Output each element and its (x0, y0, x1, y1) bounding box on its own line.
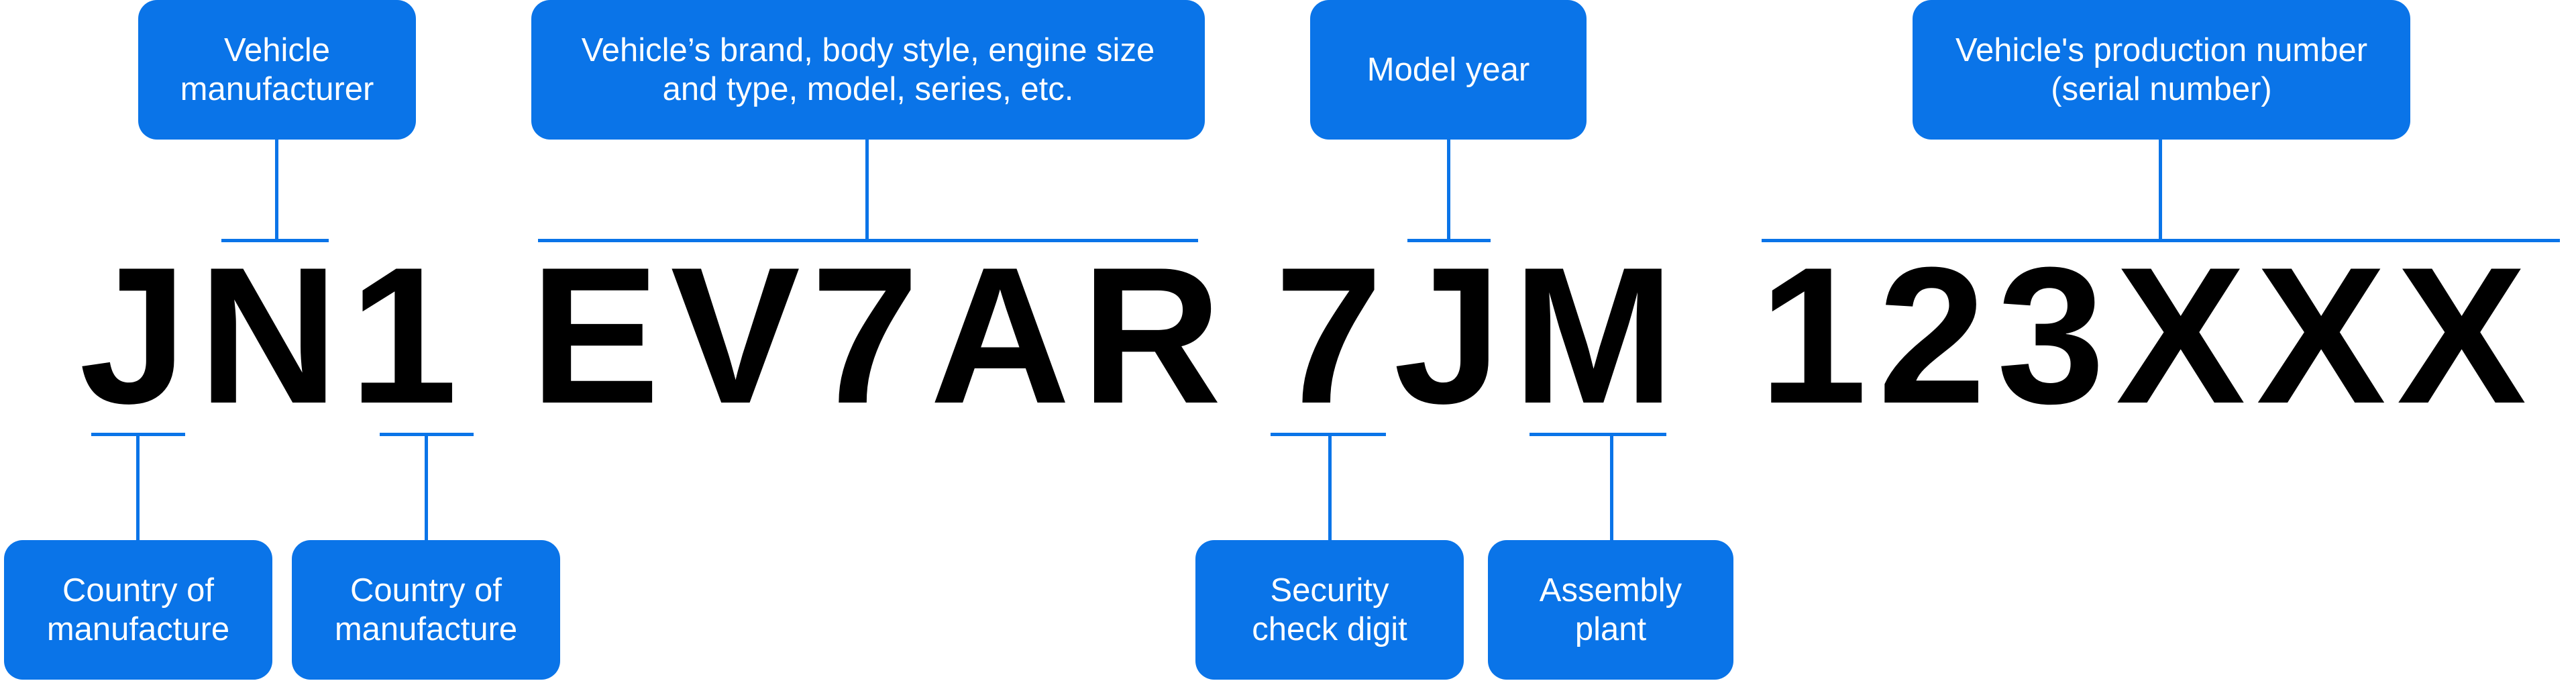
connector-year-stem (1447, 140, 1450, 240)
vin-segment-wmi: JN1 (79, 227, 468, 444)
connector-country2-stem (425, 433, 428, 540)
connector-year-bar (1407, 239, 1491, 242)
connector-serial-stem (2159, 140, 2162, 240)
connector-check-digit-stem (1328, 433, 1332, 540)
label-vehicle-descriptor: Vehicle’s brand, body style, engine size… (531, 0, 1205, 140)
connector-country1-stem (136, 433, 140, 540)
label-serial-number: Vehicle's production number (serial numb… (1913, 0, 2410, 140)
connector-assembly-bar (1529, 433, 1666, 436)
connector-assembly-stem (1610, 433, 1613, 540)
label-assembly-plant: Assembly plant (1488, 540, 1733, 680)
vin-segment-year-plant: 7JM (1275, 227, 1686, 444)
label-vehicle-manufacturer: Vehicle manufacturer (138, 0, 416, 140)
connector-descriptor-stem (865, 140, 869, 240)
label-country-of-manufacture-2: Country of manufacture (292, 540, 560, 680)
label-security-check-digit: Security check digit (1195, 540, 1464, 680)
connector-manufacturer-bar (221, 239, 329, 242)
connector-manufacturer-stem (275, 140, 278, 240)
connector-descriptor-bar (538, 239, 1198, 242)
vin-segment-vds: EV7AR (530, 227, 1232, 444)
vin-segment-serial: 123XXX (1759, 227, 2538, 444)
label-country-of-manufacture-1: Country of manufacture (4, 540, 272, 680)
label-model-year: Model year (1310, 0, 1587, 140)
connector-serial-bar (1762, 239, 2560, 242)
